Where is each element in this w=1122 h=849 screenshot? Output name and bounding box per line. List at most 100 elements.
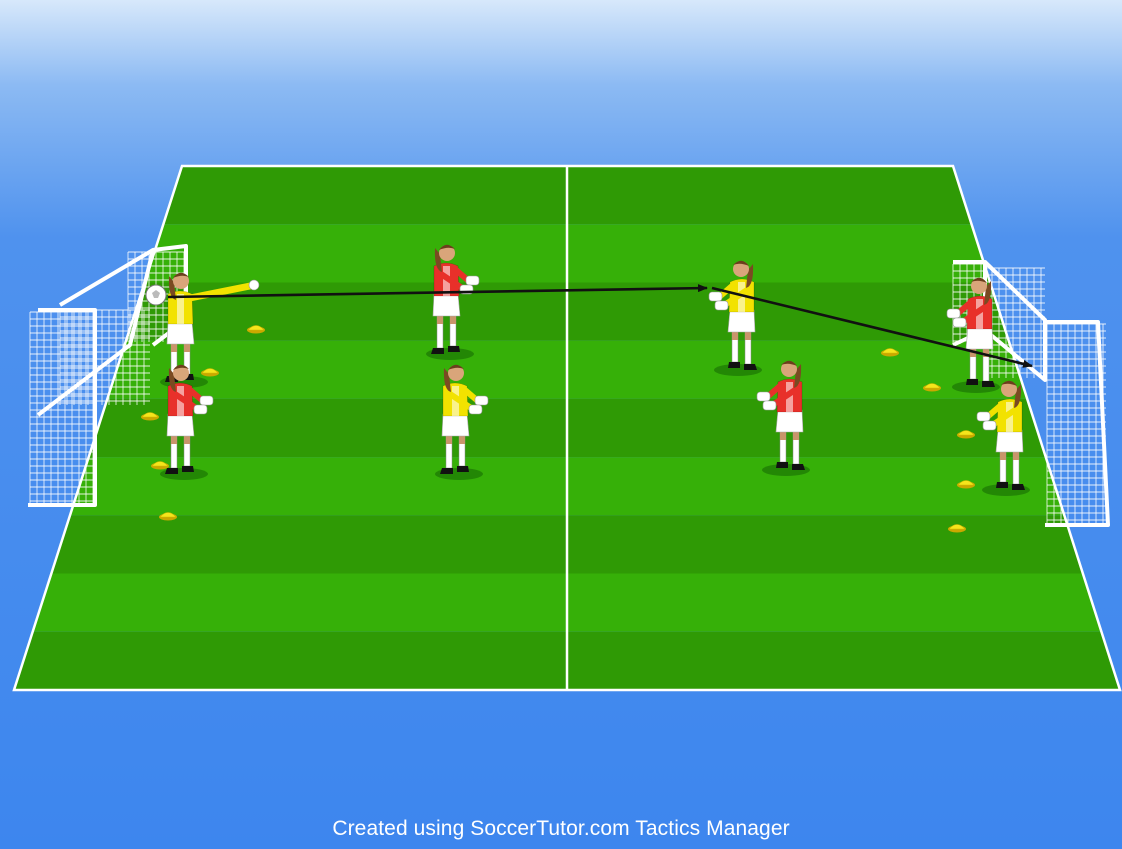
player-red-center-left	[426, 244, 480, 360]
player-boot	[165, 468, 178, 474]
player-knee	[171, 434, 177, 444]
player-knee	[184, 434, 190, 444]
player-hair	[1001, 380, 1017, 386]
goal-right-back-side	[983, 260, 1047, 382]
ball-pass-arrow-icon	[711, 286, 1033, 368]
player-glove	[714, 300, 729, 311]
player-hair	[794, 364, 802, 388]
player-shorts	[965, 326, 994, 350]
cone-marker-icon	[948, 524, 966, 533]
player-glove	[465, 275, 480, 286]
player-hair	[733, 260, 749, 266]
player-yellow-center-left	[435, 364, 489, 480]
player-arm	[991, 405, 1021, 427]
player-arm	[961, 302, 991, 324]
cone-marker-icon	[151, 461, 169, 470]
player-knee	[1013, 450, 1019, 460]
player-head	[1001, 381, 1017, 397]
soccer-ball-icon	[145, 284, 167, 306]
player-glove	[762, 400, 777, 411]
player-glove	[248, 279, 260, 291]
cone-marker-icon	[923, 383, 941, 392]
player-glove	[756, 391, 771, 402]
player-glove	[708, 291, 723, 302]
cone-marker-icon	[159, 512, 177, 521]
player-arm	[169, 389, 199, 411]
player-hair	[971, 277, 987, 283]
player-boot	[776, 462, 788, 468]
player-shorts	[775, 409, 804, 433]
player-shorts	[995, 429, 1024, 453]
player-hair	[168, 368, 176, 392]
player-glove	[199, 395, 214, 406]
player-knee	[793, 430, 799, 440]
goal-right-front	[1045, 320, 1110, 527]
goal-left-front	[28, 308, 97, 507]
cone-body	[159, 512, 177, 518]
player-glove	[976, 411, 991, 422]
player-yellow-right-goal	[976, 380, 1030, 496]
player-hair	[448, 364, 464, 370]
player-arm	[444, 389, 474, 411]
goal-frame	[36, 248, 155, 417]
cone-marker-icon	[957, 430, 975, 439]
player-yellow-gk-throwing	[160, 272, 260, 388]
player-hair	[1014, 384, 1022, 408]
player-boot	[966, 379, 978, 385]
player-head	[173, 273, 189, 289]
player-red-left-waiting	[160, 364, 214, 480]
cone-marker-icon	[201, 368, 219, 377]
player-hair	[443, 368, 451, 392]
player-head	[173, 365, 189, 381]
ball-patch	[152, 290, 160, 298]
player-head	[781, 361, 797, 377]
cone-body	[201, 368, 219, 374]
player-boot	[448, 346, 460, 352]
goal-frame	[28, 308, 97, 507]
player-boot	[996, 482, 1008, 488]
player-boot	[792, 464, 805, 470]
player-knee	[450, 314, 456, 324]
cone-body	[957, 430, 975, 436]
player-glove	[193, 404, 208, 415]
player-red-center-right	[756, 360, 810, 476]
player-shorts	[166, 413, 195, 437]
player-hair	[173, 364, 189, 370]
player-glove	[982, 420, 997, 431]
player-boot	[982, 381, 995, 387]
pitch-boundary-line	[12, 164, 1122, 692]
player-head	[448, 365, 464, 381]
cone-marker-icon	[881, 348, 899, 357]
cone-body	[141, 412, 159, 418]
player-boot	[728, 362, 740, 368]
player-head	[439, 245, 455, 261]
player-glove	[468, 404, 483, 415]
player-hair	[746, 264, 754, 288]
footer-credit: Created using SoccerTutor.com Tactics Ma…	[332, 817, 790, 840]
player-knee	[459, 434, 465, 444]
player-head	[971, 278, 987, 294]
player-shorts	[166, 321, 195, 345]
cone-body	[957, 480, 975, 486]
cone-body	[948, 524, 966, 530]
player-glove	[474, 395, 489, 406]
player-knee	[780, 430, 786, 440]
player-boot	[1012, 484, 1025, 490]
player-boot	[744, 364, 757, 370]
player-hair	[439, 244, 455, 250]
goal-frame	[983, 260, 1047, 382]
cone-marker-icon	[141, 412, 159, 421]
player-shirt-stripe	[177, 294, 184, 324]
player-arm	[435, 269, 465, 291]
player-knee	[446, 434, 452, 444]
goal-frame	[1045, 320, 1110, 527]
player-shorts	[432, 293, 461, 317]
cone-body	[881, 348, 899, 354]
player-knee	[171, 342, 177, 352]
player-boot	[182, 466, 194, 472]
player-shorts	[441, 413, 470, 437]
player-arm	[723, 285, 753, 307]
player-knee	[184, 342, 190, 352]
